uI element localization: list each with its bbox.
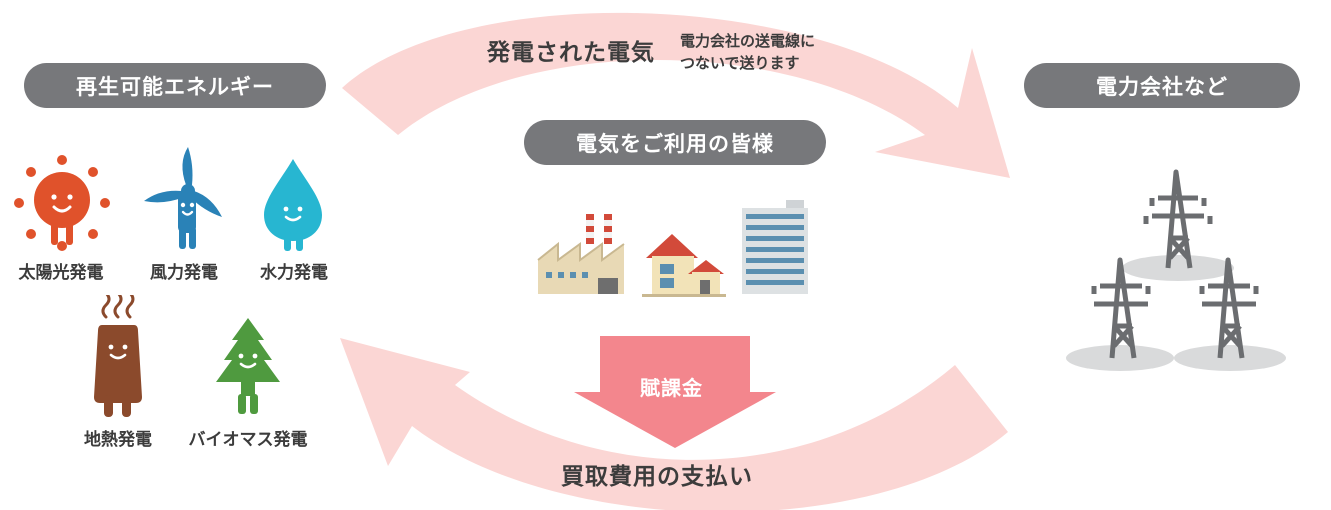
consumers-pill: 電気をご利用の皆様	[524, 120, 826, 165]
renewable-energy-pill: 再生可能エネルギー	[24, 63, 326, 108]
house-icon	[642, 234, 726, 297]
water-drop-icon	[264, 159, 322, 251]
solar-label: 太陽光発電	[18, 263, 104, 283]
geothermal-label: 地熱発電	[84, 430, 152, 450]
power-company-pill: 電力会社など	[1024, 63, 1300, 108]
top-flow-note-line1: 電力会社の送電線に	[680, 32, 816, 50]
top-flow-note-line2: つないで送ります	[680, 54, 800, 72]
biomass-label: バイオマス発電	[188, 430, 308, 450]
geothermal-icon	[94, 295, 142, 417]
fee-label: 賦課金	[640, 376, 703, 400]
hydro-label: 水力発電	[260, 263, 328, 283]
top-flow-label: 発電された電気	[487, 40, 655, 66]
wind-turbine-icon	[144, 147, 222, 249]
bottom-flow-arrow	[340, 338, 1008, 510]
wind-label: 風力発電	[150, 263, 218, 283]
factory-icon	[537, 214, 625, 294]
office-building-icon	[742, 200, 808, 294]
tree-icon	[216, 318, 280, 414]
top-flow-arrow	[342, 12, 1010, 179]
transmission-towers-icon	[1066, 169, 1286, 371]
solar-icon	[14, 155, 110, 251]
bottom-flow-label: 買取費用の支払い	[561, 464, 753, 490]
fee-arrow	[574, 336, 776, 448]
